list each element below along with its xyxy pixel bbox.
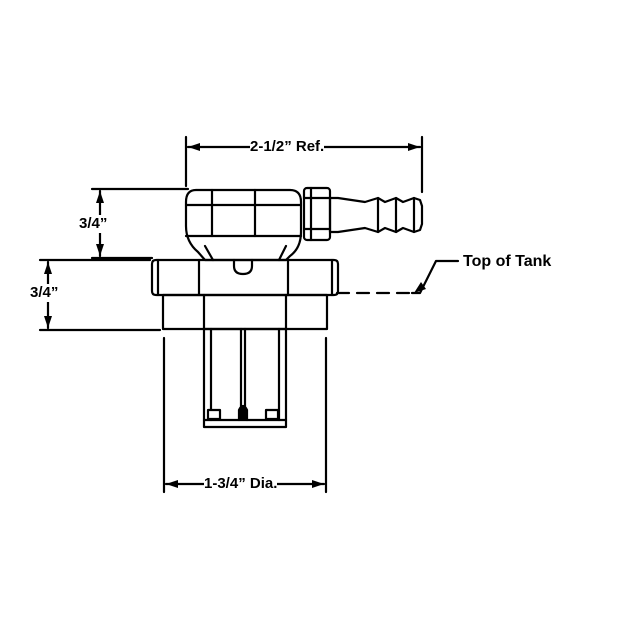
flange [150,258,340,297]
hose-barb [328,196,424,234]
elbow-edge [203,244,215,262]
hex-nut [302,186,332,242]
arrowhead-top [44,262,52,274]
arrowhead-top [96,191,104,203]
flange-notch [232,258,254,276]
boss-outline [161,293,329,331]
arrowhead-left [166,480,178,488]
flange-height-label: 3/4” [30,284,59,302]
arrowhead-right [312,480,324,488]
arrowhead-bottom [44,316,52,328]
tube-slot [206,408,222,421]
pickup-tube [202,327,288,429]
arrowhead-right [408,143,420,151]
top-of-tank-leader [335,259,460,295]
fitting-height-label: 3/4” [79,215,108,233]
threaded-boss [161,293,329,331]
overall-width-label: 2-1/2” Ref. [250,138,325,156]
top-of-tank-label: Top of Tank [463,253,552,271]
leader-arrowhead [414,282,426,293]
barb-body [328,196,424,234]
flange-outline [150,258,340,297]
leader-line [410,259,460,295]
elbow-body [184,188,303,262]
elbow-edge [277,244,288,262]
arrowhead-bottom [96,244,104,256]
arrowhead-left [188,143,200,151]
nut-body [302,186,332,242]
fitting-height-dimension [90,187,190,260]
diameter-label: 1-3/4” Dia. [204,475,278,493]
tube-slot [264,408,280,421]
tube-center-tip [237,404,249,422]
